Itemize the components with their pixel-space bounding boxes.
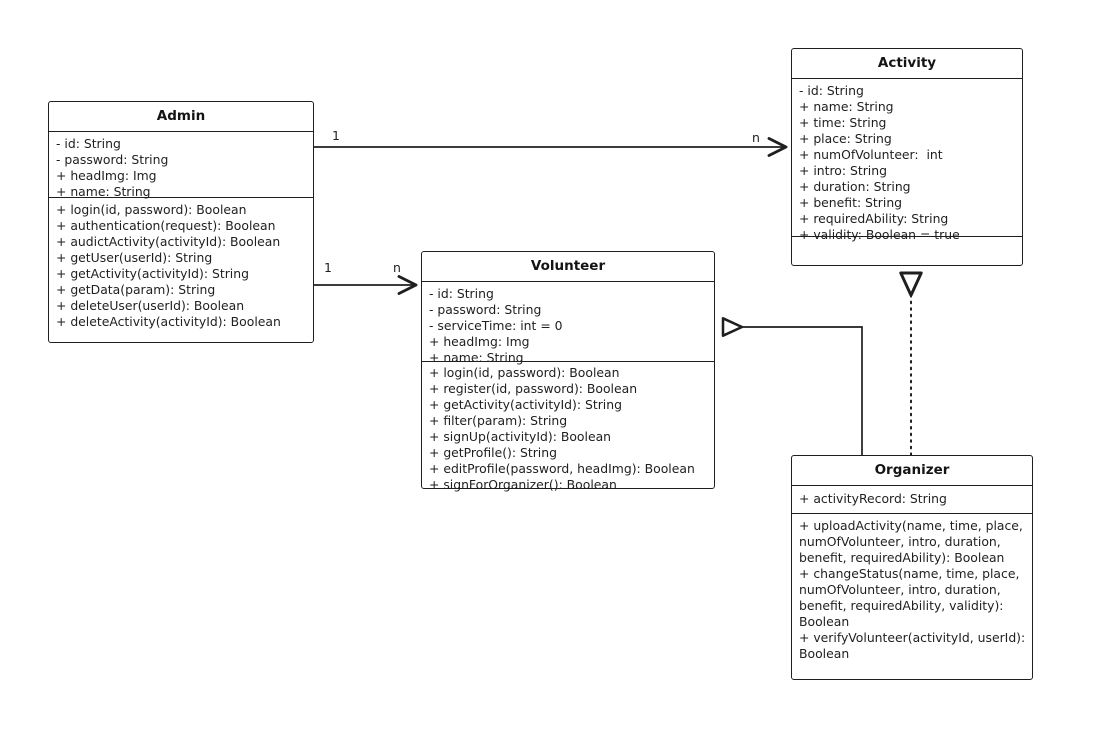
attribute-row: + requiredAbility: String	[799, 211, 949, 226]
attributes-compartment-admin: - id: String - password: String + headIm…	[49, 132, 313, 199]
method-row: + verifyVolunteer(activityId, userId): B…	[799, 630, 1026, 661]
attributes-compartment-organizer: + activityRecord: String	[792, 486, 1032, 514]
method-row: + uploadActivity(name, time, place, numO…	[799, 518, 1023, 565]
method-row: + editProfile(password, headImg): Boolea…	[429, 461, 695, 476]
methods-compartment-organizer: + uploadActivity(name, time, place, numO…	[792, 514, 1032, 678]
method-row: + signUp(activityId): Boolean	[429, 429, 612, 444]
attribute-row: + activityRecord: String	[799, 491, 947, 506]
methods-compartment-admin: + login(id, password): Boolean + authent…	[49, 198, 313, 341]
attribute-row: + numOfVolunteer: int	[799, 147, 943, 162]
class-title-admin: Admin	[49, 102, 313, 132]
method-row: + login(id, password): Boolean	[429, 365, 620, 380]
link-organizer-volunteer	[721, 317, 863, 455]
multiplicity-admin-volunteer-source: 1	[324, 260, 332, 275]
class-box-organizer[interactable]: Organizer + activityRecord: String + upl…	[791, 455, 1033, 680]
class-box-activity[interactable]: Activity - id: String + name: String + t…	[791, 48, 1023, 266]
class-box-admin[interactable]: Admin - id: String - password: String + …	[48, 101, 314, 343]
multiplicity-admin-activity-target: n	[752, 130, 760, 145]
attribute-row: - id: String	[429, 286, 494, 301]
class-title-organizer: Organizer	[792, 456, 1032, 486]
method-row: + getUser(userId): String	[56, 250, 213, 265]
attribute-row: - id: String	[799, 83, 864, 98]
attributes-compartment-activity: - id: String + name: String + time: Stri…	[792, 79, 1022, 242]
method-row: + deleteUser(userId): Boolean	[56, 298, 245, 313]
method-row: + filter(param): String	[429, 413, 568, 428]
class-title-activity: Activity	[792, 49, 1022, 79]
method-row: + getData(param): String	[56, 282, 216, 297]
attribute-row: - password: String	[429, 302, 542, 317]
method-row: + signForOrganizer(): Boolean	[429, 477, 617, 492]
attribute-row: - password: String	[56, 152, 169, 167]
method-row: + audictActivity(activityId): Boolean	[56, 234, 281, 249]
attribute-row: - id: String	[56, 136, 121, 151]
multiplicity-admin-activity-source: 1	[332, 128, 340, 143]
method-row: + register(id, password): Boolean	[429, 381, 638, 396]
method-row: + deleteActivity(activityId): Boolean	[56, 314, 281, 329]
attribute-row: + headImg: Img	[429, 334, 530, 349]
method-row: + changeStatus(name, time, place, numOfV…	[799, 566, 1020, 629]
attribute-row: + headImg: Img	[56, 168, 157, 183]
method-row: + getActivity(activityId): String	[56, 266, 249, 281]
attribute-row: + validity: Boolean = true	[799, 227, 960, 242]
attribute-row: + place: String	[799, 131, 892, 146]
method-row: + getActivity(activityId): String	[429, 397, 622, 412]
attribute-row: + name: String	[429, 350, 524, 365]
attribute-row: - serviceTime: int = 0	[429, 318, 563, 333]
attributes-compartment-volunteer: - id: String - password: String - servic…	[422, 282, 714, 365]
methods-compartment-volunteer: + login(id, password): Boolean + registe…	[422, 362, 714, 492]
attribute-row: + intro: String	[799, 163, 887, 178]
class-box-volunteer[interactable]: Volunteer - id: String - password: Strin…	[421, 251, 715, 492]
multiplicity-admin-volunteer-target: n	[393, 260, 401, 275]
attribute-row: + name: String	[56, 184, 151, 199]
attribute-row: + time: String	[799, 115, 887, 130]
class-title-volunteer: Volunteer	[422, 252, 714, 282]
method-row: + login(id, password): Boolean	[56, 202, 247, 217]
attribute-row: + name: String	[799, 99, 894, 114]
attribute-row: + duration: String	[799, 179, 911, 194]
attribute-row: + benefit: String	[799, 195, 903, 210]
method-row: + authentication(request): Boolean	[56, 218, 276, 233]
method-row: + getProfile(): String	[429, 445, 557, 460]
